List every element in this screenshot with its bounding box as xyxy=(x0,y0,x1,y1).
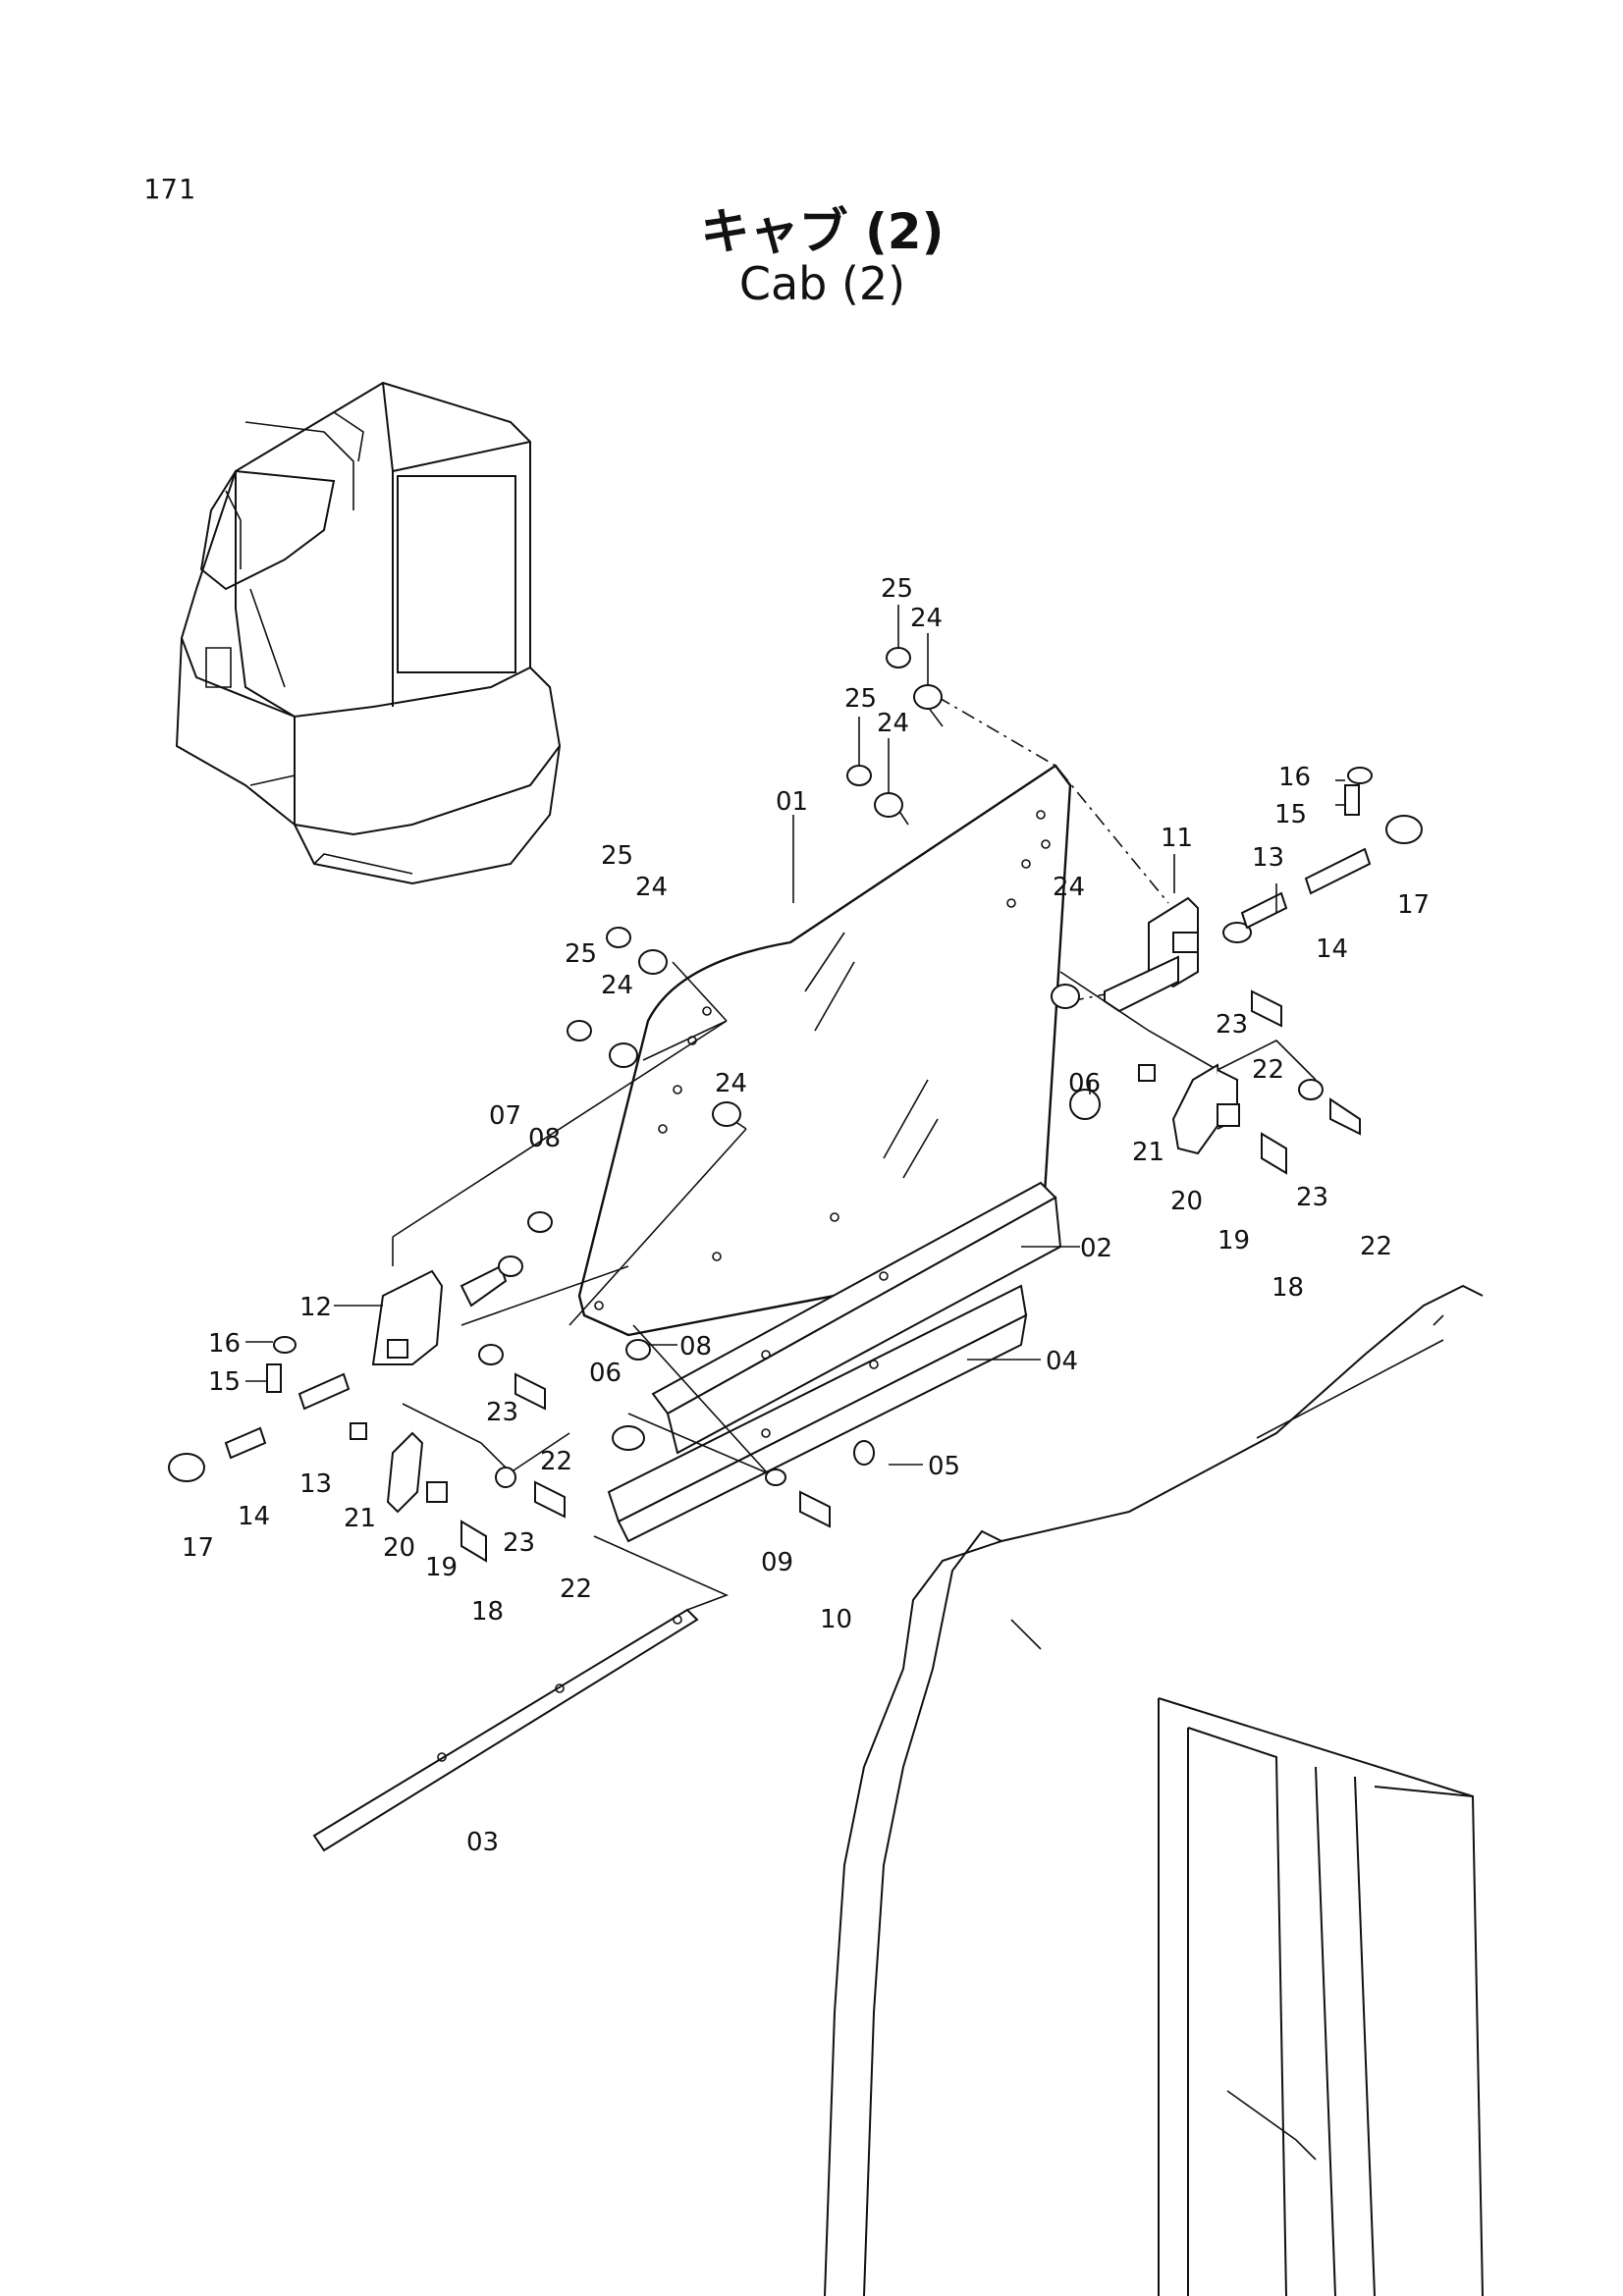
callout-10: 10 xyxy=(820,1605,852,1634)
callout-24-c: 24 xyxy=(635,873,668,902)
cab-overview-inset xyxy=(175,381,562,885)
callout-22-a: 22 xyxy=(1252,1055,1284,1085)
callout-15-right: 15 xyxy=(1274,800,1307,829)
callout-06-left: 06 xyxy=(589,1359,622,1388)
callout-16-left: 16 xyxy=(208,1329,241,1359)
callout-02: 02 xyxy=(1080,1234,1112,1263)
callout-16-right: 16 xyxy=(1278,763,1311,792)
callout-24-d: 24 xyxy=(601,971,633,1000)
grommet-set xyxy=(567,647,1080,1127)
page-title-english: Cab (2) xyxy=(738,257,906,310)
callout-19-right: 19 xyxy=(1217,1226,1250,1255)
callout-18-right: 18 xyxy=(1271,1273,1304,1303)
lower-rail-04 xyxy=(607,1284,1028,1543)
callout-09: 09 xyxy=(761,1548,793,1577)
callout-03: 03 xyxy=(466,1828,499,1857)
callout-23-d: 23 xyxy=(503,1528,535,1558)
callout-21-left: 21 xyxy=(344,1504,376,1533)
callout-25-d: 25 xyxy=(565,939,597,969)
callout-labels: 01 02 03 04 05 06 06 07 08 08 09 10 11 1… xyxy=(182,574,1430,1857)
right-hinge-assembly xyxy=(1069,767,1423,1175)
callout-25-c: 25 xyxy=(601,841,633,871)
callout-leaders xyxy=(245,605,1345,1466)
page-title-japanese: キャブ (2) xyxy=(700,203,945,260)
bottom-strip-03 xyxy=(312,1535,730,1852)
callout-11: 11 xyxy=(1161,824,1193,853)
callout-22-d: 22 xyxy=(560,1575,592,1604)
callout-14-right: 14 xyxy=(1316,934,1348,964)
callout-06-right: 06 xyxy=(1068,1069,1101,1098)
callout-05: 05 xyxy=(928,1452,960,1481)
callout-15-left: 15 xyxy=(208,1367,241,1397)
callout-22-c: 22 xyxy=(540,1447,572,1476)
callout-13-left: 13 xyxy=(299,1469,332,1499)
callout-04: 04 xyxy=(1046,1347,1078,1376)
callout-18-left: 18 xyxy=(471,1597,504,1627)
callout-20-right: 20 xyxy=(1170,1187,1203,1216)
callout-25-a: 25 xyxy=(881,574,913,604)
callout-23-a: 23 xyxy=(1216,1010,1248,1040)
callout-20-left: 20 xyxy=(383,1533,415,1563)
callout-25-b: 25 xyxy=(844,684,877,714)
callout-17-left: 17 xyxy=(182,1533,214,1563)
cab-body-outline xyxy=(824,1284,1484,2296)
callout-24-a: 24 xyxy=(910,604,943,633)
callout-08-upper: 08 xyxy=(528,1124,561,1153)
callout-01: 01 xyxy=(776,787,808,817)
page-number: 171 xyxy=(143,173,196,205)
callout-23-c: 23 xyxy=(486,1398,518,1427)
callout-17-right: 17 xyxy=(1397,890,1430,920)
callout-13-right: 13 xyxy=(1252,843,1284,873)
callout-07: 07 xyxy=(489,1101,521,1131)
callout-14-left: 14 xyxy=(238,1502,270,1531)
callout-23-b: 23 xyxy=(1296,1183,1328,1212)
callout-12: 12 xyxy=(299,1293,332,1322)
left-hinge-assembly xyxy=(168,1211,875,1563)
callout-24-e: 24 xyxy=(1053,873,1085,902)
callout-22-b: 22 xyxy=(1360,1232,1392,1261)
callout-21-right: 21 xyxy=(1132,1138,1164,1167)
callout-08-lower: 08 xyxy=(679,1332,712,1362)
callout-24-f: 24 xyxy=(715,1069,747,1098)
callout-24-b: 24 xyxy=(877,709,909,738)
callout-19-left: 19 xyxy=(425,1553,458,1582)
